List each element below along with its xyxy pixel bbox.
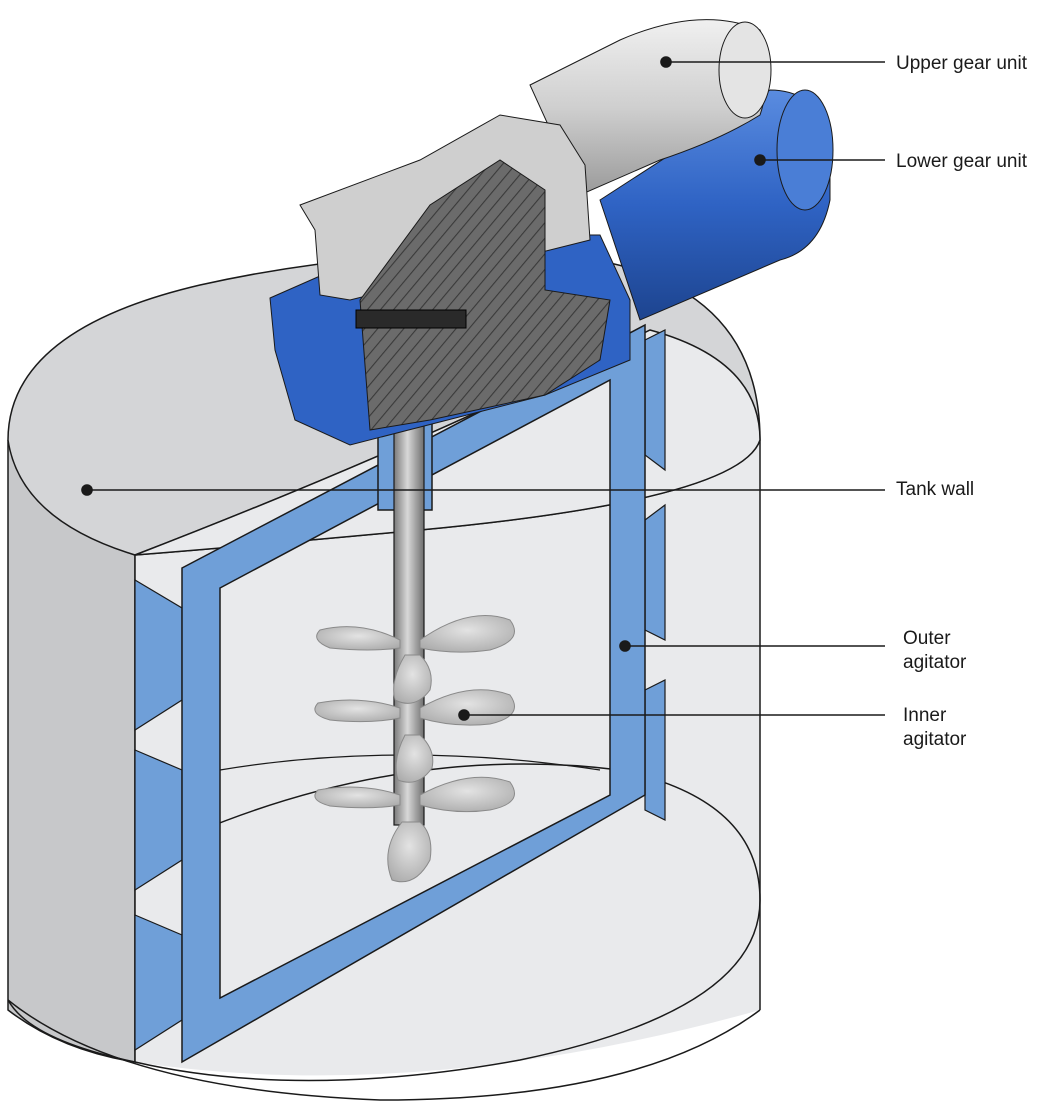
- label-upper-gear-unit: Upper gear unit: [896, 53, 1027, 74]
- leader-tank-wall-dot: [81, 484, 93, 496]
- baffle-right-3: [644, 679, 666, 821]
- label-inner-agitator-line2: agitator: [903, 729, 967, 750]
- upper-motor-end: [718, 21, 772, 119]
- blade-2a: [314, 699, 401, 723]
- label-outer-agitator: Outer agitator: [903, 627, 966, 675]
- inner-agitator: [314, 615, 515, 883]
- label-tank-wall: Tank wall: [896, 479, 975, 500]
- blade-3c: [387, 821, 432, 883]
- lower-motor-end: [776, 89, 834, 211]
- leader-lines: [81, 56, 885, 721]
- leader-outer-agitator-dot: [619, 640, 631, 652]
- leader-inner-agitator-dot: [458, 709, 470, 721]
- tank-bottom-curve: [7, 999, 761, 1101]
- gear-cutaway-section: [359, 159, 611, 431]
- blade-2b: [419, 689, 515, 726]
- label-inner-agitator: Inner agitator: [903, 704, 966, 752]
- blade-2c: [395, 734, 434, 783]
- label-outer-agitator-line2: agitator: [903, 652, 967, 673]
- blade-3b: [419, 776, 515, 813]
- blade-1a: [316, 626, 401, 651]
- leader-lower-gear-dot: [754, 154, 766, 166]
- blade-1b: [419, 615, 515, 653]
- blade-3a: [314, 786, 401, 809]
- coupling: [355, 309, 467, 329]
- gear-unit-assembly: [269, 19, 834, 446]
- label-outer-agitator-line1: Outer: [903, 628, 951, 649]
- blade-1c: [393, 654, 432, 704]
- baffle-right-1: [644, 329, 666, 472]
- tank-interior: [135, 440, 760, 1076]
- label-lower-gear-unit: Lower gear unit: [896, 151, 1027, 172]
- leader-upper-gear-dot: [660, 56, 672, 68]
- label-inner-agitator-line1: Inner: [903, 705, 947, 726]
- baffle-right-2: [644, 503, 666, 641]
